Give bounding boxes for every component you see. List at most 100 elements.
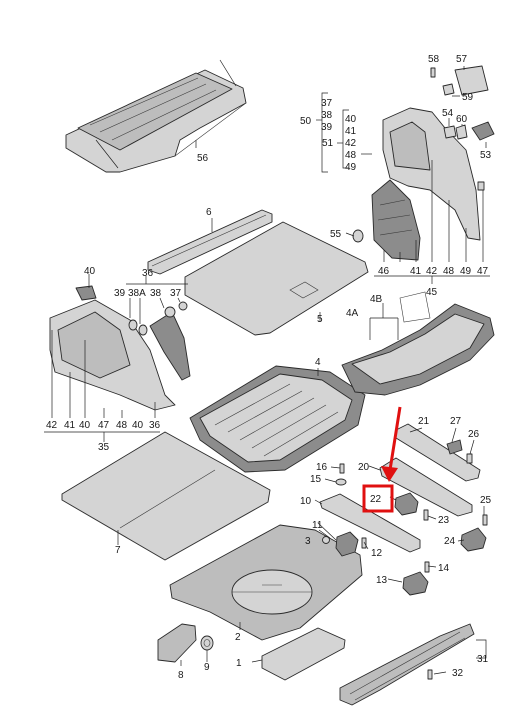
label-48-left: 48: [116, 420, 128, 431]
label-42-left: 42: [46, 420, 58, 431]
part-23-screw: [423, 509, 429, 521]
label-4: 4: [315, 357, 321, 368]
part-8-bracket: [157, 623, 197, 663]
part-13-holder: [402, 571, 429, 596]
label-54: 54: [442, 108, 454, 119]
label-11: 11: [312, 520, 323, 531]
label-41-rb: 41: [410, 266, 422, 277]
part-37-left-clip: [178, 301, 188, 311]
part-57-bracket: [454, 65, 489, 96]
part-45-right-side-trim: [382, 107, 481, 241]
label-39: 39: [114, 288, 126, 299]
label-5: 5: [317, 314, 323, 325]
part-60-clip: [455, 124, 468, 140]
label-39-right: 39: [321, 122, 333, 133]
label-40-left-bottom: 40: [79, 420, 91, 431]
label-42-rb: 42: [426, 266, 438, 277]
label-50: 50: [300, 116, 312, 127]
label-58: 58: [428, 54, 440, 65]
part-15-clip: [335, 478, 347, 486]
label-26: 26: [468, 429, 480, 440]
part-14-screw: [424, 561, 430, 573]
part-47-right-clip: [477, 181, 485, 191]
part-59-nut: [442, 83, 455, 96]
part-55-clip: [352, 229, 364, 243]
label-25: 25: [480, 495, 492, 506]
label-15: 15: [310, 474, 322, 485]
part-4-luggage-tray: [189, 365, 366, 473]
part-12-screw: [361, 537, 367, 549]
part-5-floor-mat: [184, 221, 369, 336]
label-55: 55: [330, 229, 342, 240]
part-22-bracket: [394, 492, 419, 516]
label-48-rb: 48: [443, 266, 455, 277]
label-4b: 4B: [370, 294, 383, 305]
label-57: 57: [456, 54, 468, 65]
part-7-floor-covering: [61, 431, 271, 561]
label-60: 60: [456, 114, 468, 125]
label-40-right: 40: [345, 114, 357, 125]
part-25-screw: [482, 514, 488, 526]
label-38a: 38A: [128, 288, 146, 299]
label-40-left-top: 40: [84, 266, 96, 277]
label-36-top: 36: [142, 268, 154, 279]
label-46: 46: [378, 266, 390, 277]
label-40-left-mid: 40: [132, 420, 144, 431]
label-47-rb: 47: [477, 266, 489, 277]
label-56: 56: [197, 153, 209, 164]
label-10: 10: [300, 496, 312, 507]
highlight-annotation: [362, 406, 402, 513]
label-53: 53: [480, 150, 492, 161]
part-27-cap: [446, 439, 463, 455]
label-23: 23: [438, 515, 450, 526]
label-41-left: 41: [64, 420, 76, 431]
label-38-right: 38: [321, 110, 333, 121]
part-38-left-clip: [164, 306, 176, 318]
leader-lines: [44, 66, 490, 675]
part-11-holder: [335, 531, 359, 557]
part-9-grommet: [200, 635, 214, 651]
part-20-rail: [379, 457, 473, 517]
label-41-right: 41: [345, 126, 357, 137]
part-46-right-panel: [371, 179, 421, 261]
label-9: 9: [204, 662, 210, 673]
label-42-right: 42: [345, 138, 357, 149]
part-56-antenna-rod: [95, 59, 237, 169]
label-38: 38: [150, 288, 162, 299]
part-16-screw: [339, 463, 345, 474]
highlight-arrowhead: [381, 466, 398, 482]
part-26-clip: [466, 453, 473, 464]
label-4a: 4A: [346, 308, 359, 319]
label-2: 2: [235, 632, 241, 643]
part-39-left-clip: [128, 319, 138, 331]
part-24-holder: [460, 527, 487, 552]
label-31: 31: [477, 654, 489, 665]
label-37-right: 37: [321, 98, 333, 109]
label-20: 20: [358, 462, 370, 473]
label-21: 21: [418, 416, 430, 427]
label-59: 59: [462, 92, 474, 103]
label-32: 32: [452, 668, 464, 679]
label-37: 37: [170, 288, 182, 299]
part-2-floor-panel: [169, 524, 363, 641]
part-31-sill-panel: [339, 623, 475, 706]
part-4a-spare-wheel-insert: [341, 291, 495, 396]
label-51: 51: [322, 138, 334, 149]
part-54-clip: [443, 125, 457, 139]
part-40-left-bracket: [75, 285, 97, 301]
label-14: 14: [438, 563, 450, 574]
label-47-left: 47: [98, 420, 110, 431]
part-1-cover-plate: [261, 627, 346, 681]
label-7: 7: [115, 545, 121, 556]
highlight-box-22: [362, 484, 394, 513]
label-24: 24: [444, 536, 456, 547]
label-45: 45: [426, 287, 438, 298]
part-3-clip: [322, 536, 330, 544]
label-13: 13: [376, 575, 388, 586]
label-8: 8: [178, 670, 184, 681]
part-6-trim-strip: [147, 209, 273, 275]
highlight-arrow: [388, 406, 402, 471]
label-27: 27: [450, 416, 462, 427]
part-35-left-side-trim: [49, 299, 191, 411]
label-49-rb: 49: [460, 266, 472, 277]
